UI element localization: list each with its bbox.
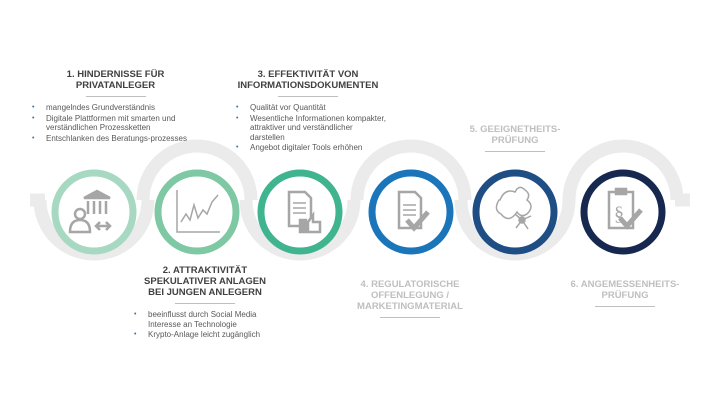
bullet: Krypto-Anlage leicht zugänglich [134, 330, 280, 340]
connector-arc [350, 139, 472, 201]
bullet: Digitale Plattformen mit smarten und ver… [32, 114, 203, 133]
connector-arc [562, 139, 684, 201]
divider [485, 151, 545, 152]
bullet: beeinflusst durch Social Media Interesse… [134, 310, 280, 329]
bullet: Wesentliche Informationen kompakter, att… [236, 114, 388, 143]
bullet: Entschlanken des Beratungs-prozesses [32, 134, 203, 144]
step-5-block: 5. GEEIGNETHEITS-PRÜFUNG [440, 124, 590, 158]
step-2-ring [154, 169, 240, 255]
document-thumbs-up-icon [287, 190, 322, 234]
divider [278, 96, 338, 97]
svg-text:§: § [614, 203, 624, 225]
divider [595, 306, 655, 307]
divider [85, 96, 146, 97]
puzzle-network-icon [495, 186, 532, 230]
connector-arc [136, 139, 258, 201]
bank-person-exchange-icon [68, 189, 112, 234]
line-chart-icon [176, 190, 220, 233]
divider [380, 317, 440, 318]
step-6-block: 6. ANGEMESSENHEITS-PRÜFUNG [550, 279, 700, 313]
bullet: Qualität vor Quantität [236, 103, 388, 113]
step-5-title: 5. GEEIGNETHEITS-PRÜFUNG [469, 124, 561, 146]
document-check-icon [397, 190, 430, 232]
step-5-ring [472, 169, 558, 255]
bullet: mangelndes Grundverständnis [32, 103, 203, 113]
clipboard-paragraph-check-icon: § [607, 187, 643, 230]
bullet: Angebot digitaler Tools erhöhen [236, 143, 388, 153]
divider [175, 303, 235, 304]
step-6-title: 6. ANGEMESSENHEITS-PRÜFUNG [570, 279, 680, 301]
